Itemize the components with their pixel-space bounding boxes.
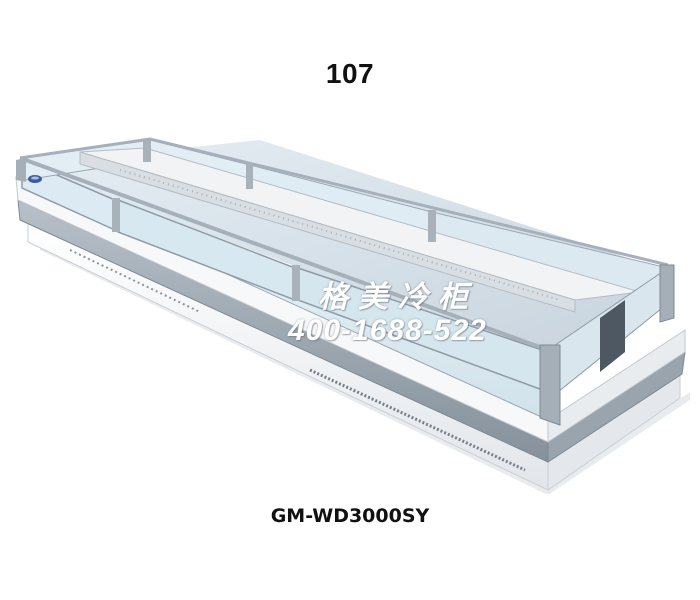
top-rail [19, 137, 669, 267]
catalog-number: 107 [325, 58, 375, 89]
vent-grille [309, 368, 526, 472]
corner-post [16, 158, 26, 182]
frame-post [143, 140, 151, 162]
watermark-brand: 格美冷柜 [318, 280, 478, 315]
center-divider-face [79, 151, 576, 313]
top-rail [19, 156, 549, 352]
vent-grille [69, 249, 201, 313]
frame-post [112, 198, 120, 232]
corner-post [659, 264, 675, 323]
end-panel-inner [600, 300, 625, 372]
watermark-phone: 400-1688-522 [288, 314, 487, 347]
frame-post [292, 265, 300, 301]
brand-logo-highlight [31, 176, 39, 180]
frame-post [428, 210, 436, 242]
model-number: GM-WD3000SY [270, 505, 430, 527]
frame-post [246, 163, 253, 189]
corner-post [539, 344, 561, 426]
cabinet-band-end [547, 329, 686, 443]
